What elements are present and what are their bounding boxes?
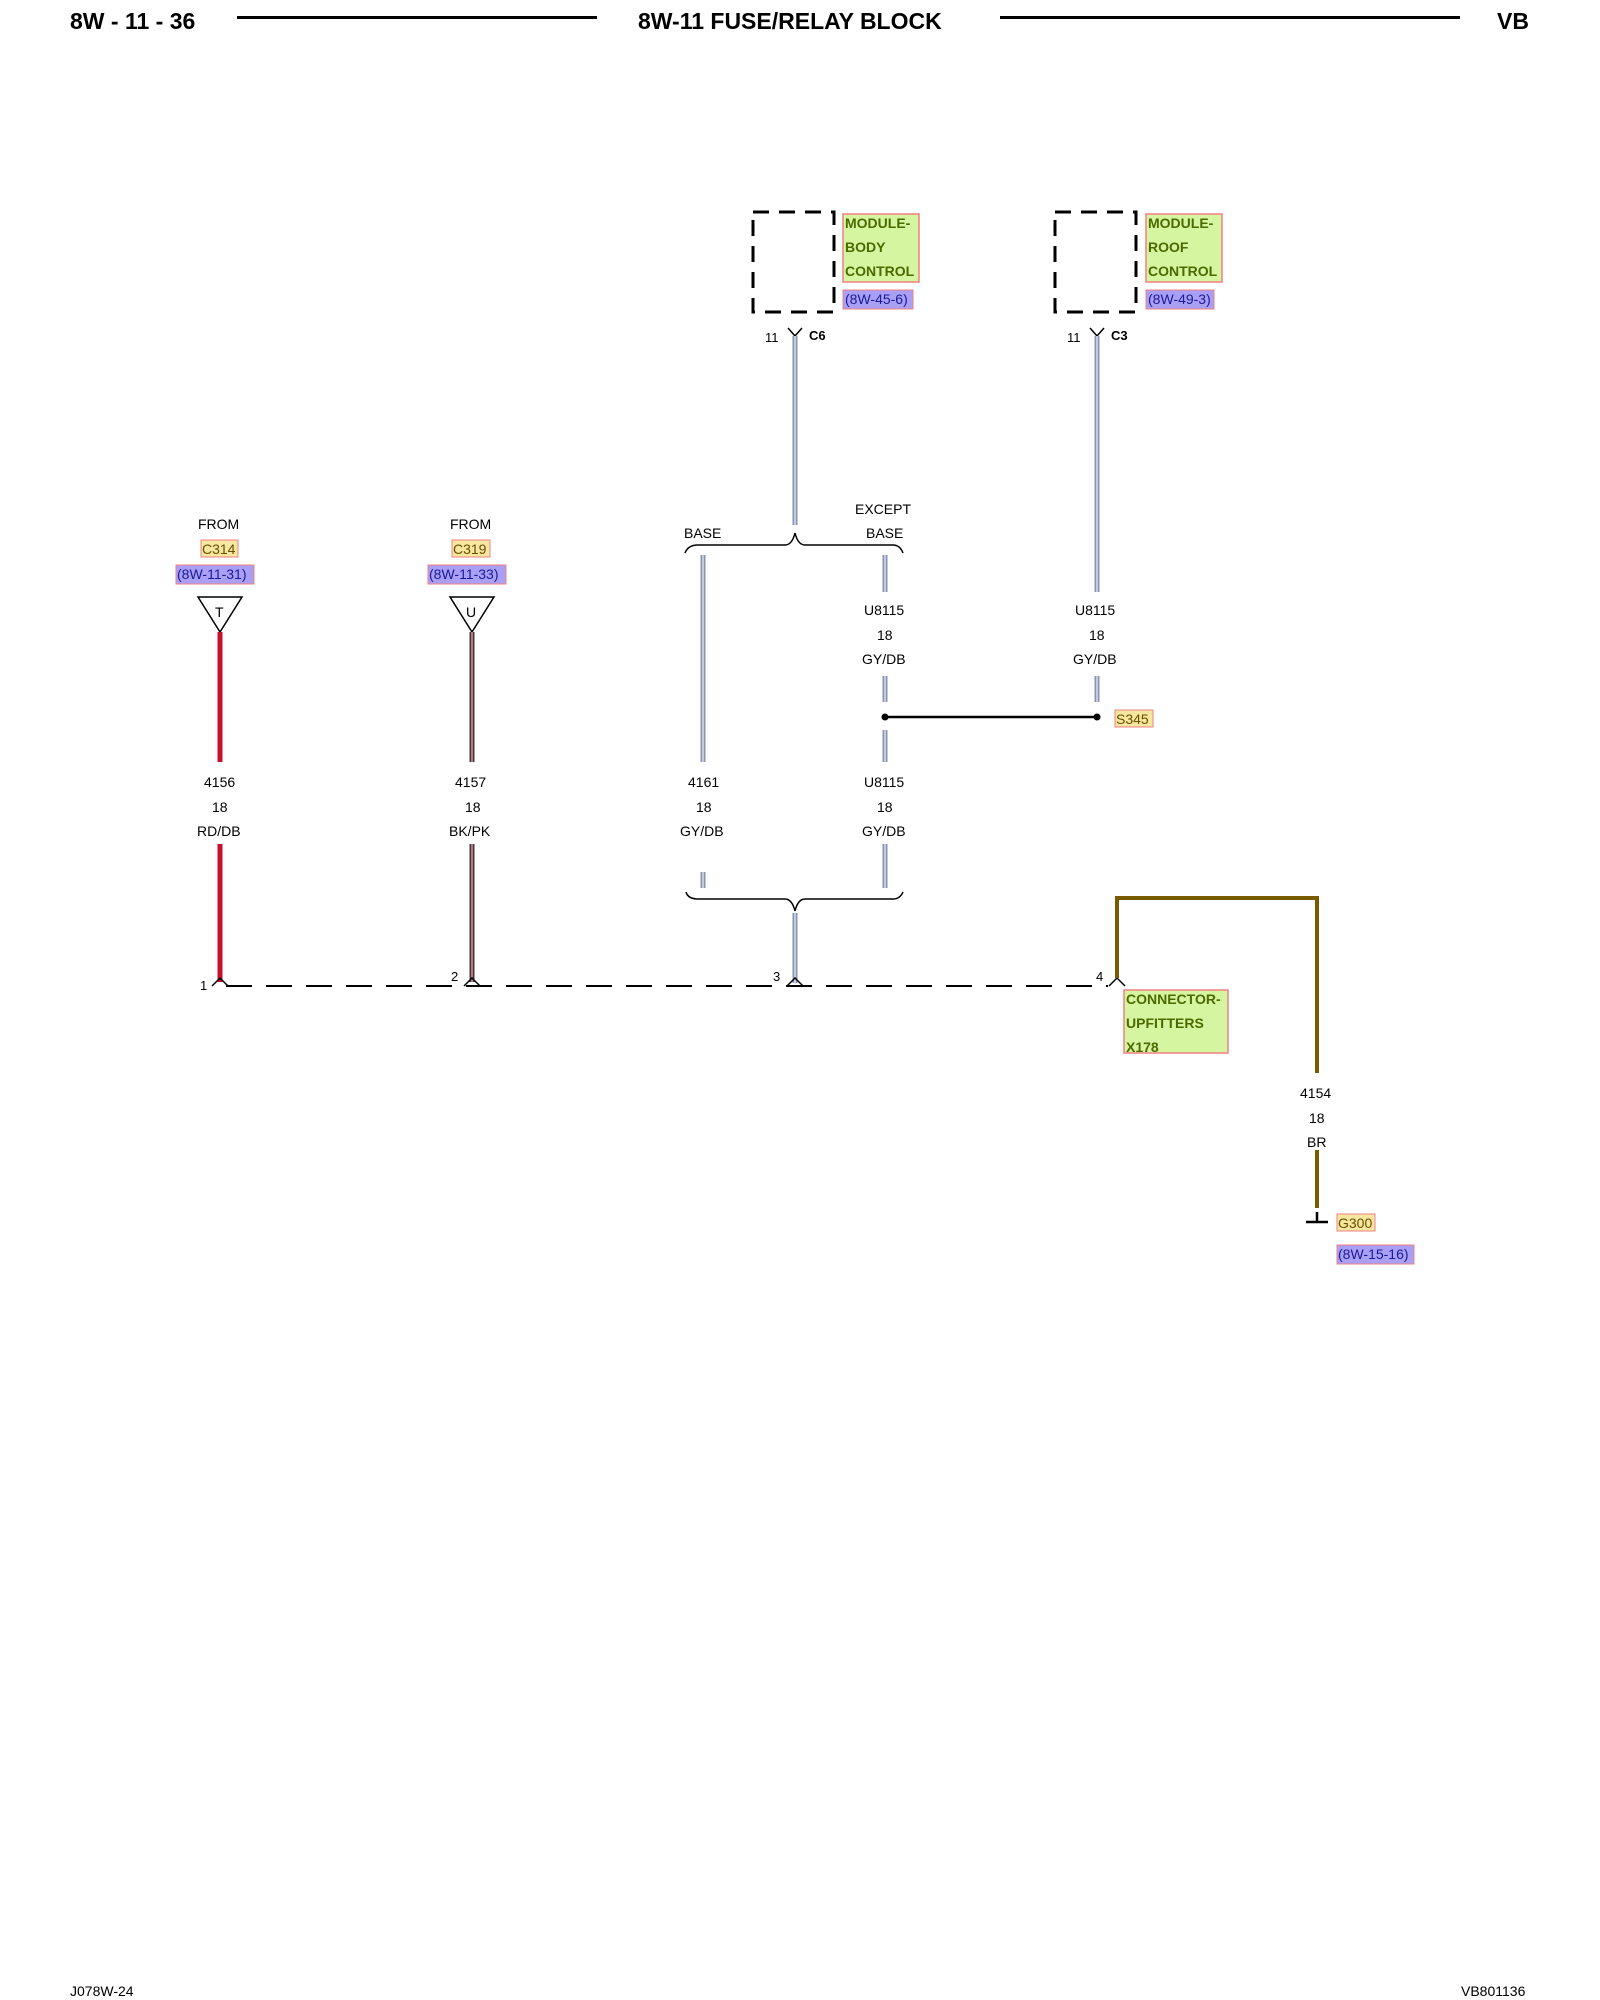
option-base-label: BASE: [684, 525, 721, 541]
svg-text:18: 18: [877, 627, 893, 643]
svg-text:4161: 4161: [688, 774, 719, 790]
lower-wire-label-u8115: U8115 18 GY/DB: [862, 774, 906, 839]
input-c319: FROM C319 (8W-11-33) U 4157 18 BK/PK: [427, 516, 507, 982]
svg-text:U8115: U8115: [1075, 602, 1115, 618]
page-code: 8W - 11 - 36: [70, 8, 196, 34]
input-c314-ref[interactable]: (8W-11-31): [177, 566, 247, 582]
svg-text:BK/PK: BK/PK: [449, 823, 491, 839]
svg-text:RD/DB: RD/DB: [197, 823, 241, 839]
module-body-label-1: MODULE-: [845, 215, 911, 231]
input-c319-letter: U: [466, 604, 476, 620]
svg-text:U8115: U8115: [864, 774, 904, 790]
header-rule-right: [1000, 16, 1460, 19]
module-roof-label-1: MODULE-: [1148, 215, 1214, 231]
connector-label-3: X178: [1126, 1039, 1159, 1055]
input-c314-from: FROM: [198, 516, 239, 532]
module-body-connector: C6: [809, 328, 826, 343]
ground-label[interactable]: G300: [1338, 1215, 1372, 1231]
module-roof-label-2: ROOF: [1148, 239, 1189, 255]
wire-4154: 4154 18 BR: [1115, 896, 1331, 1208]
svg-text:4154: 4154: [1300, 1085, 1331, 1101]
header-rule-left: [237, 16, 597, 19]
upper-wire-label-left: U8115 18 GY/DB: [862, 602, 906, 667]
svg-text:GY/DB: GY/DB: [1073, 651, 1117, 667]
svg-text:GY/DB: GY/DB: [862, 651, 906, 667]
svg-text:BR: BR: [1307, 1134, 1326, 1150]
ground-g300: G300 (8W-15-16): [1306, 1212, 1415, 1265]
option-brace-bottom: [685, 891, 904, 983]
svg-text:18: 18: [1089, 627, 1105, 643]
svg-text:GY/DB: GY/DB: [680, 823, 724, 839]
lower-wire-label-4161: 4161 18 GY/DB: [680, 774, 724, 839]
svg-text:18: 18: [696, 799, 712, 815]
connector-label-1: CONNECTOR-: [1126, 991, 1221, 1007]
connector-label-2: UPFITTERS: [1126, 1015, 1204, 1031]
option-except-label-2: BASE: [866, 525, 903, 541]
input-c319-from: FROM: [450, 516, 491, 532]
svg-text:4157: 4157: [455, 774, 486, 790]
module-roof-control: MODULE- ROOF CONTROL (8W-49-3) 11 C3: [1053, 210, 1223, 345]
option-brace-top: BASE EXCEPT BASE: [684, 501, 911, 554]
connector-pin-3: 3: [773, 969, 780, 984]
splice-s345: S345: [881, 709, 1154, 728]
module-roof-connector: C3: [1111, 328, 1128, 343]
module-body-ref[interactable]: (8W-45-6): [845, 291, 908, 307]
connector-pin-2: 2: [451, 969, 458, 984]
wire-except-base-stubs: [882, 555, 1100, 762]
connector-pin-1: 1: [200, 978, 207, 993]
input-c314: FROM C314 (8W-11-31) T 4156 18 RD/DB: [175, 516, 255, 982]
input-c319-ref[interactable]: (8W-11-33): [429, 566, 499, 582]
svg-text:GY/DB: GY/DB: [862, 823, 906, 839]
module-roof-pin: 11: [1067, 330, 1081, 345]
connector-x178: 1 2 3 4 CONNECTOR- UPFITTERS X178: [200, 969, 1229, 1055]
svg-text:18: 18: [877, 799, 893, 815]
input-c314-letter: T: [215, 604, 224, 620]
svg-text:18: 18: [465, 799, 481, 815]
connector-pin-4: 4: [1096, 969, 1103, 984]
ground-ref[interactable]: (8W-15-16): [1338, 1246, 1409, 1262]
module-roof-label-3: CONTROL: [1148, 263, 1218, 279]
svg-text:4156: 4156: [204, 774, 235, 790]
svg-text:18: 18: [1309, 1110, 1325, 1126]
module-body-label-2: BODY: [845, 239, 886, 255]
module-body-label-3: CONTROL: [845, 263, 915, 279]
page-title: 8W-11 FUSE/RELAY BLOCK: [638, 8, 942, 34]
module-body-pin: 11: [765, 330, 779, 345]
upper-wire-label-right: U8115 18 GY/DB: [1073, 602, 1117, 667]
footer-right-code: VB801136: [1461, 1983, 1526, 1999]
splice-label[interactable]: S345: [1116, 711, 1149, 727]
module-body-control: MODULE- BODY CONTROL (8W-45-6) 11 C6: [751, 210, 920, 345]
svg-text:18: 18: [212, 799, 228, 815]
input-c314-connector[interactable]: C314: [202, 541, 236, 557]
input-c319-connector[interactable]: C319: [453, 541, 487, 557]
vehicle-code: VB: [1497, 8, 1529, 34]
footer-left-code: J078W-24: [70, 1983, 134, 1999]
option-except-label-1: EXCEPT: [855, 501, 911, 517]
svg-text:U8115: U8115: [864, 602, 904, 618]
module-roof-ref[interactable]: (8W-49-3): [1148, 291, 1211, 307]
